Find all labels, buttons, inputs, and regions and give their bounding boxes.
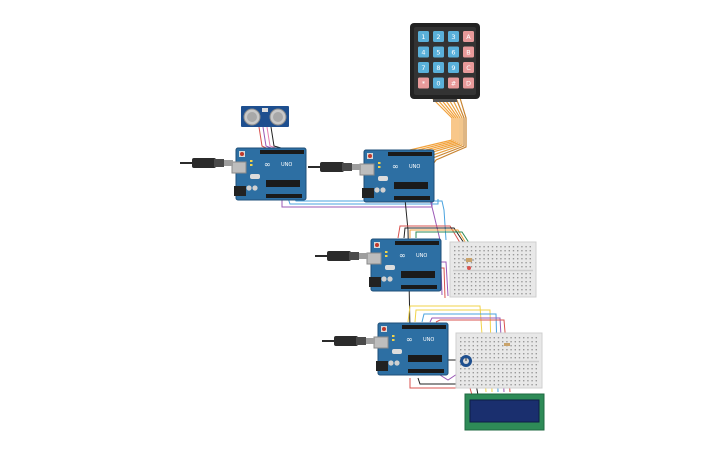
keypad-key-3-3[interactable]: D	[463, 77, 474, 89]
atmega-chip	[394, 182, 428, 189]
keypad-key-label: 2	[436, 33, 440, 41]
keypad-key-label: A	[466, 33, 471, 41]
keypad-key-label: C	[466, 64, 471, 72]
keypad-key-label: #	[451, 80, 456, 88]
keypad-key-1-0[interactable]: 4	[418, 46, 429, 58]
usb-cable-3[interactable]	[315, 251, 368, 261]
keypad-key-3-0[interactable]: *	[418, 77, 429, 89]
board-label: UNO	[416, 253, 427, 259]
breadboard-1[interactable]	[449, 241, 537, 298]
led[interactable]	[467, 266, 471, 270]
keypad-key-1-2[interactable]: 6	[448, 46, 459, 58]
keypad-key-label: 8	[436, 64, 440, 72]
keypad-key-0-3[interactable]: A	[463, 31, 474, 42]
arduino-logo-icon: ∞	[264, 160, 271, 169]
resistor[interactable]	[464, 258, 474, 270]
keypad-key-label: 5	[436, 49, 440, 57]
arduino-logo-icon: ∞	[392, 162, 399, 171]
arduino-logo-icon: ∞	[399, 251, 406, 260]
keypad-key-label: 6	[451, 49, 455, 57]
analog-header	[408, 369, 444, 373]
usb-port	[373, 336, 389, 349]
keypad-ribbon-wires[interactable]	[404, 97, 467, 175]
keypad-key-label: B	[466, 49, 470, 57]
keypad-key-1-1[interactable]: 5	[433, 46, 444, 58]
atmega-chip	[401, 271, 435, 278]
keypad-key-1-3[interactable]: B	[463, 46, 474, 58]
keypad-key-3-2[interactable]: #	[448, 77, 459, 89]
power-jack	[234, 186, 246, 196]
keypad[interactable]: 1 2 3 A 4 5 6 B 7 8 9 C * 0 # D	[410, 23, 480, 102]
keypad-key-label: 1	[421, 33, 425, 41]
resistor[interactable]	[504, 343, 510, 346]
digital-header	[388, 152, 432, 156]
lcd-display[interactable]	[464, 393, 545, 431]
power-jack	[362, 188, 374, 198]
usb-cable-1[interactable]	[180, 158, 233, 168]
keypad-key-label: 3	[451, 33, 455, 41]
keypad-key-label: *	[422, 80, 426, 88]
arduino-board-4[interactable]: ∞ UNO	[373, 322, 449, 376]
keypad-connector	[433, 99, 457, 102]
keypad-key-2-3[interactable]: C	[463, 62, 474, 73]
keypad-key-label: D	[466, 80, 471, 88]
keypad-key-label: 7	[421, 64, 425, 72]
digital-header	[395, 241, 439, 245]
power-jack	[376, 361, 388, 371]
keypad-key-label: 4	[421, 49, 425, 57]
keypad-key-2-1[interactable]: 8	[433, 62, 444, 73]
keypad-keys[interactable]: 1 2 3 A 4 5 6 B 7 8 9 C * 0 # D	[418, 31, 474, 89]
atmega-chip	[408, 355, 442, 362]
keypad-key-label: 0	[436, 80, 440, 88]
keypad-key-2-2[interactable]: 9	[448, 62, 459, 73]
board-label: UNO	[423, 337, 434, 343]
ultrasonic-sensor-icon[interactable]	[241, 106, 289, 127]
board-label: UNO	[281, 162, 292, 168]
wires	[258, 97, 511, 396]
power-jack	[369, 277, 381, 287]
keypad-key-label: 9	[451, 64, 455, 72]
digital-header	[402, 325, 446, 329]
usb-cable-2[interactable]	[308, 162, 361, 172]
keypad-key-2-0[interactable]: 7	[418, 62, 429, 73]
arduino-logo-icon: ∞	[406, 335, 413, 344]
breadboard-2[interactable]	[455, 332, 543, 389]
digital-header	[260, 150, 304, 154]
board-label: UNO	[409, 164, 420, 170]
arduino-board-1[interactable]: ∞ UNO	[231, 147, 307, 201]
keypad-key-3-1[interactable]: 0	[433, 77, 444, 89]
keypad-key-0-0[interactable]: 1	[418, 31, 429, 42]
arduino-board-2[interactable]: ∞ UNO	[359, 149, 435, 203]
analog-header	[266, 194, 302, 198]
ultrasonic-wires[interactable]	[258, 126, 289, 151]
analog-header	[394, 196, 430, 200]
usb-cable-4[interactable]	[322, 336, 375, 346]
atmega-chip	[266, 180, 300, 187]
keypad-key-0-1[interactable]: 2	[433, 31, 444, 42]
analog-header	[401, 285, 437, 289]
usb-port	[366, 252, 382, 265]
potentiometer-icon[interactable]	[460, 355, 472, 367]
usb-port	[231, 161, 247, 174]
arduino-board-3[interactable]: ∞ UNO	[366, 238, 442, 292]
usb-port	[359, 163, 375, 176]
keypad-key-0-2[interactable]: 3	[448, 31, 459, 42]
